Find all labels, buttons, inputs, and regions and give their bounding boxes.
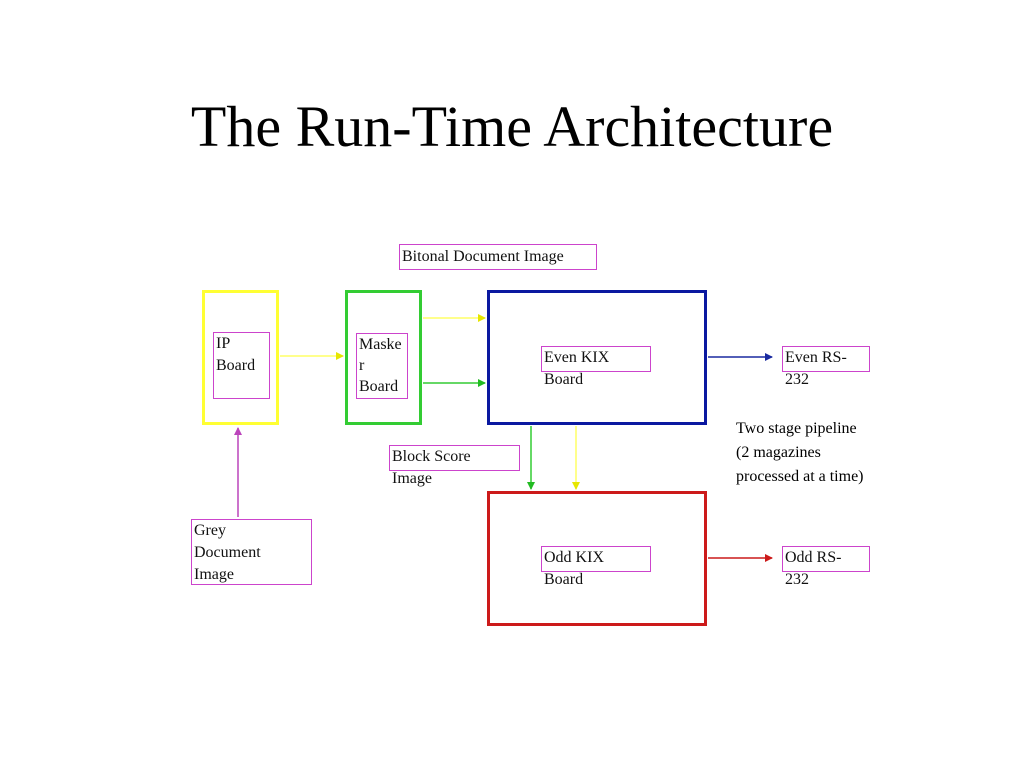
- odd-kix-frame: [487, 491, 707, 626]
- pipeline-note: Two stage pipeline (2 magazines processe…: [736, 420, 864, 485]
- ip-board-frame: [202, 290, 279, 425]
- block-score-image-label: Block Score Image: [389, 445, 520, 487]
- even-rs232-label: Even RS- 232: [782, 346, 870, 388]
- grey-document-image-label: Grey Document Image: [191, 519, 312, 585]
- ip-board-label: IP Board: [213, 332, 270, 399]
- masker-board-frame: [345, 290, 422, 425]
- bitonal-document-image-label: Bitonal Document Image: [399, 244, 597, 270]
- odd-rs232-label: Odd RS- 232: [782, 546, 870, 588]
- even-kix-label: Even KIX Board: [541, 346, 651, 388]
- even-kix-frame: [487, 290, 707, 425]
- page-title: The Run-Time Architecture: [190, 94, 834, 159]
- odd-kix-label: Odd KIX Board: [541, 546, 651, 588]
- masker-board-label: Maske r Board: [356, 333, 408, 399]
